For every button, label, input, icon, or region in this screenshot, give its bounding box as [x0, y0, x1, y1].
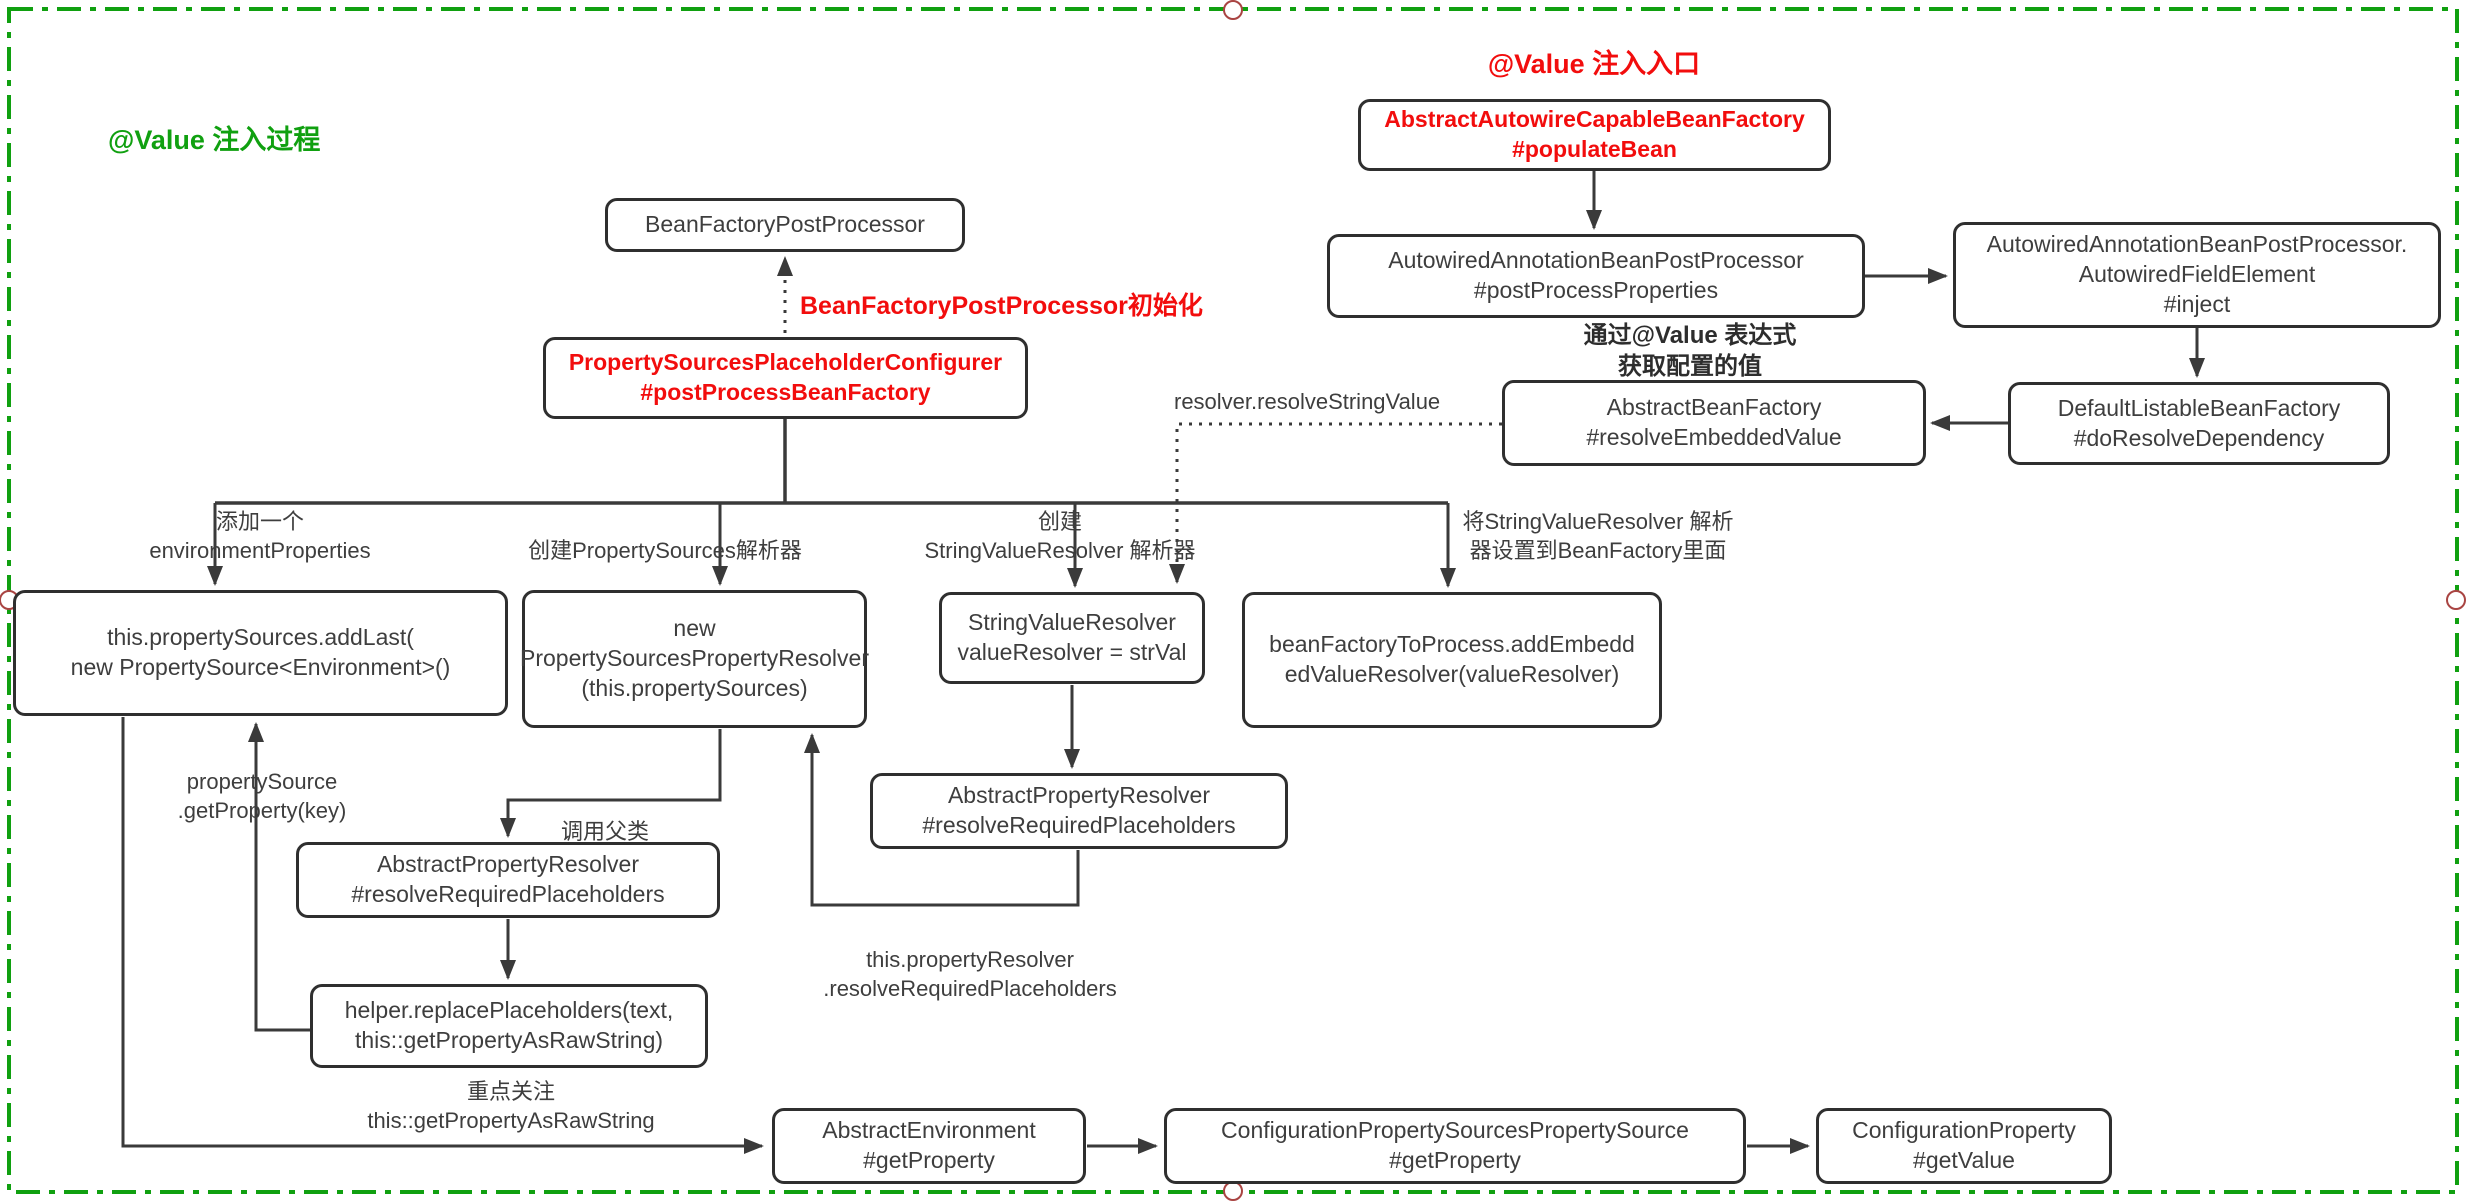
node-label: AbstractEnvironment #getProperty — [822, 1117, 1036, 1173]
node-label: ConfigurationPropertySourcesPropertySour… — [1221, 1117, 1689, 1173]
node-abstract-property-resolver-2[interactable]: AbstractPropertyResolver #resolveRequire… — [870, 773, 1288, 849]
node-default-listable-bean-factory[interactable]: DefaultListableBeanFactory #doResolveDep… — [2008, 382, 2390, 465]
node-bean-factory-to-process[interactable]: beanFactoryToProcess.addEmbedd edValueRe… — [1242, 592, 1662, 728]
connector-apr2-to-newresolver — [804, 733, 1080, 907]
edge-label-set-string-value-resolver: 将StringValueResolver 解析 器设置到BeanFactory里… — [1462, 509, 1734, 563]
node-abstract-bean-factory[interactable]: AbstractBeanFactory #resolveEmbeddedValu… — [1502, 380, 1926, 466]
node-label: AutowiredAnnotationBeanPostProcessor. Au… — [1986, 231, 2408, 317]
edge-label-property-source-get-property: propertySource .getProperty(key) — [177, 769, 347, 823]
selection-handle-right[interactable] — [2446, 590, 2466, 610]
node-property-sources-placeholder-configurer[interactable]: PropertySourcesPlaceholderConfigurer #po… — [543, 337, 1028, 419]
node-autowired-field-element[interactable]: AutowiredAnnotationBeanPostProcessor. Au… — [1953, 222, 2441, 328]
node-label: ConfigurationProperty #getValue — [1852, 1117, 2076, 1173]
edge-label-this-property-resolver: this.propertyResolver .resolveRequiredPl… — [823, 947, 1117, 1001]
connector-addlast-to-environment — [121, 717, 764, 1154]
node-bean-factory-post-processor[interactable]: BeanFactoryPostProcessor — [605, 198, 965, 252]
node-new-property-sources-property-resolver[interactable]: new PropertySourcesPropertyResolver (thi… — [520, 590, 869, 728]
edge-label-add-environment-properties: 添加一个 environmentProperties — [149, 509, 371, 563]
node-label: AbstractPropertyResolver #resolveRequire… — [922, 782, 1236, 838]
edge-label-via-value-expression: 通过@Value 表达式 获取配置的值 — [1583, 322, 1797, 381]
selection-handle-bottom[interactable] — [1223, 1181, 1243, 1201]
edge-label-call-parent-class: 调用父类 — [560, 819, 649, 844]
edge-label-resolver-resolve-string-value: resolver.resolveStringValue — [1174, 389, 1441, 414]
node-string-value-resolver[interactable]: StringValueResolver valueResolver = strV… — [939, 592, 1205, 684]
node-label: AbstractBeanFactory #resolveEmbeddedValu… — [1586, 394, 1842, 450]
node-label: BeanFactoryPostProcessor — [645, 211, 925, 238]
node-abstract-autowire-capable-bean-factory[interactable]: AbstractAutowireCapableBeanFactory #popu… — [1358, 99, 1831, 171]
edge-label-create-property-sources-resolver: 创建PropertySources解析器 — [528, 538, 802, 563]
diagram-title-process: @Value 注入过程 — [108, 125, 321, 155]
selection-handle-top[interactable] — [1223, 0, 1243, 20]
node-configuration-property-sources-property-source[interactable]: ConfigurationPropertySourcesPropertySour… — [1164, 1108, 1746, 1184]
edge-label-key-focus: 重点关注 this::getPropertyAsRawString — [367, 1079, 655, 1133]
node-label: StringValueResolver valueResolver = strV… — [957, 609, 1187, 665]
edge-label-create-string-value-resolver: 创建 StringValueResolver 解析器 — [924, 509, 1196, 563]
node-label: new PropertySourcesPropertyResolver (thi… — [520, 615, 869, 701]
connector-helper-to-addlast — [248, 722, 311, 1032]
node-label: beanFactoryToProcess.addEmbedd edValueRe… — [1269, 631, 1635, 687]
node-abstract-property-resolver-1[interactable]: AbstractPropertyResolver #resolveRequire… — [296, 842, 720, 918]
diagram-title-entry: @Value 注入入口 — [1487, 49, 1701, 79]
node-label: AbstractPropertyResolver #resolveRequire… — [351, 851, 665, 907]
node-label: this.propertySources.addLast( new Proper… — [70, 624, 451, 680]
node-label: PropertySourcesPlaceholderConfigurer #po… — [568, 349, 1003, 405]
node-abstract-environment[interactable]: AbstractEnvironment #getProperty — [772, 1108, 1086, 1184]
node-autowired-annotation-bean-post-processor[interactable]: AutowiredAnnotationBeanPostProcessor #po… — [1327, 234, 1865, 318]
node-property-sources-add-last[interactable]: this.propertySources.addLast( new Proper… — [13, 590, 508, 716]
node-label: AbstractAutowireCapableBeanFactory #popu… — [1384, 106, 1805, 162]
connector-resolveembedded-to-resolver — [1169, 422, 1502, 584]
node-label: DefaultListableBeanFactory #doResolveDep… — [2057, 394, 2341, 451]
node-helper-replace-placeholders[interactable]: helper.replacePlaceholders(text, this::g… — [310, 984, 708, 1068]
node-label: AutowiredAnnotationBeanPostProcessor #po… — [1388, 247, 1804, 303]
node-configuration-property[interactable]: ConfigurationProperty #getValue — [1816, 1108, 2112, 1184]
node-label: helper.replacePlaceholders(text, this::g… — [344, 997, 674, 1053]
connector-newresolver-to-apr1 — [500, 729, 722, 838]
edge-label-bfpp-init: BeanFactoryPostProcessor初始化 — [800, 292, 1203, 320]
